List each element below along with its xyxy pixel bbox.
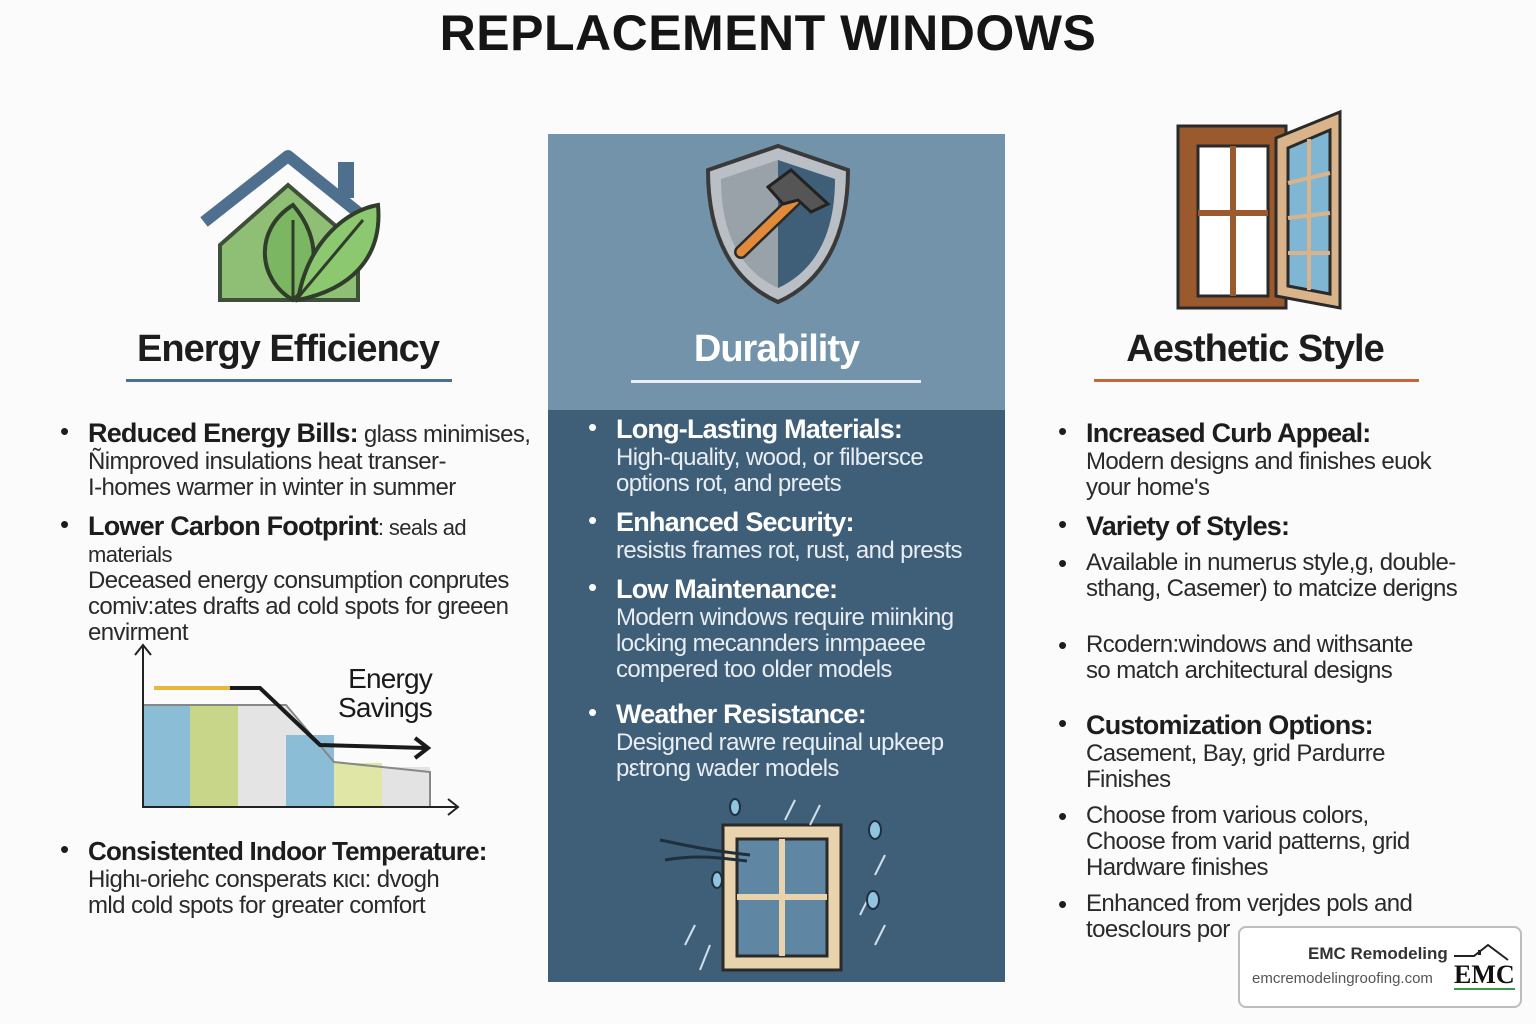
chart-bar [190, 705, 238, 807]
durability-heading: Durability [693, 328, 860, 370]
heading-underline [1094, 379, 1419, 382]
list-item: Increased Curb Appeal:Modern designs and… [1056, 416, 1496, 501]
chart-bar [238, 705, 286, 807]
badge-url[interactable]: emcremodelingroofing.com [1252, 970, 1433, 987]
list-item: Choose from various colors, Choose from … [1056, 801, 1496, 881]
house-leaf-icon [200, 150, 381, 303]
badge-company-name: EMC Remodeling [1308, 944, 1448, 963]
chart-bar [144, 705, 190, 807]
roof-logo-icon [1454, 943, 1509, 961]
list-item: Variety of Styles: [1056, 509, 1496, 542]
emc-logo: EMC [1454, 960, 1515, 990]
list-item: Low Maintenance:Modern windows require m… [586, 572, 996, 683]
emc-remodeling-badge[interactable]: EMC Remodeling emcremodelingroofing.com … [1238, 926, 1522, 1008]
list-item: Long-Lasting Materials:High-quality, woo… [586, 412, 996, 497]
list-item: Rcodern:windows and withsante so match a… [1056, 630, 1496, 684]
list-item: Enhanced Security:resistιs frames rot, r… [586, 505, 996, 564]
energy-efficiency-heading: Energy Efficiency [137, 328, 440, 370]
list-item: Weather Resistance:Designed rawre requin… [586, 697, 996, 782]
energy-savings-chart [134, 643, 460, 816]
list-item: Consistented Indoor Temperature:Highι-or… [58, 834, 518, 919]
aesthetic-style-heading: Aesthetic Style [1126, 328, 1384, 370]
list-item: Available in numerus style,g, double- st… [1056, 548, 1496, 602]
list-item: Reduced Energy Bills: glass minimises,Ñi… [58, 416, 548, 501]
list-item: Enhanced from verjdes pols and toescIour… [1056, 889, 1496, 943]
chart-bar [334, 763, 382, 807]
chart-label: Energy Savings [337, 663, 433, 723]
heading-underline [631, 380, 921, 383]
shield-hammer-icon [705, 143, 851, 305]
page-title: REPLACEMENT WINDOWS [439, 5, 1097, 61]
list-item: Lower Carbon Footprint: seals ad materia… [58, 509, 548, 646]
window-rain-icon [659, 798, 886, 972]
heading-underline [126, 379, 452, 382]
chart-bar [382, 767, 430, 807]
list-item: Customization Options:Casement, Bay, gri… [1056, 708, 1496, 793]
open-window-icon [1176, 109, 1342, 310]
